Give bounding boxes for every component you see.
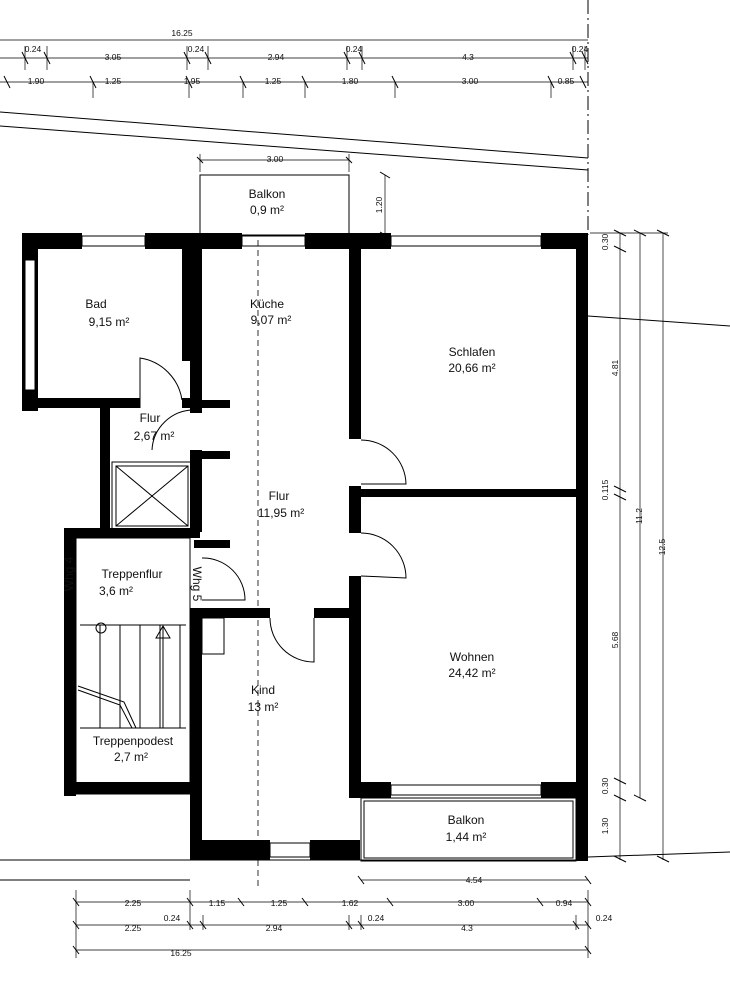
dim-bottom-r1-5: 0.94 [556, 898, 573, 908]
room-treppenpodest-name: Treppenpodest [93, 734, 174, 748]
room-schlafen-area: 20,66 m² [448, 361, 495, 375]
room-balkon-top-name: Balkon [249, 187, 286, 201]
room-flur-main-name: Flur [269, 489, 290, 503]
room-flur-small-name: Flur [140, 411, 161, 425]
dim-right-1: 4.81 [610, 359, 620, 376]
room-labels: Balkon 0,9 m² Bad 9,15 m² Küche 9,07 m² … [62, 187, 496, 844]
walls [0, 233, 588, 881]
room-treppenflur-area: 3,6 m² [99, 584, 133, 598]
dim-bottom-r3-1: 2.94 [266, 923, 283, 933]
dim-right-5: 1.30 [600, 817, 610, 834]
dim-top-r2-6: 0.85 [558, 76, 575, 86]
dim-top-r2-3: 1.25 [265, 76, 282, 86]
dim-bottom-r2-0: 0.24 [164, 913, 181, 923]
dim-top-r1-0: 0.24 [25, 44, 42, 54]
room-flur-main-area: 11,95 m² [258, 506, 304, 520]
room-balkon-top-area: 0,9 m² [250, 203, 284, 217]
dim-right-3: 5.68 [610, 631, 620, 648]
dim-top-r1-1: 3.05 [105, 52, 122, 62]
dim-right-mid: 11.2 [634, 508, 644, 524]
dim-bottom-balcony: 4.54 [466, 875, 483, 885]
room-flur-small-area: 2,67 m² [134, 429, 175, 443]
stair [77, 622, 186, 729]
dim-top-r2-1: 1.25 [105, 76, 122, 86]
dim-bottom-r1-3: 1.62 [342, 898, 359, 908]
dim-right-outer: 12.5 [657, 538, 667, 555]
dim-bottom-r1-0: 2.25 [125, 898, 142, 908]
room-wohnen-area: 24,42 m² [448, 666, 495, 680]
dim-bottom-r1-4: 3.00 [458, 898, 475, 908]
room-kind-name: Kind [251, 683, 275, 697]
dim-bottom-r2-1: 0.24 [368, 913, 385, 923]
room-kueche-name: Küche [250, 297, 284, 311]
top-balcony: 3.00 1.20 [196, 154, 391, 239]
doors [139, 357, 407, 663]
dim-bottom-r1-2: 1.25 [271, 898, 288, 908]
dim-right-4: 0.30 [600, 777, 610, 794]
dim-bottom-r2-2: 0.24 [596, 913, 613, 923]
top-dimensions: 16.25 0.24 3.05 0.24 2.94 0.24 4.3 0.24 … [0, 28, 589, 98]
room-treppenflur-name: Treppenflur [102, 567, 163, 581]
dim-top-r1-6: 0.24 [572, 44, 589, 54]
dim-right-2: 0.115 [600, 479, 610, 500]
room-treppenpodest-area: 2,7 m² [114, 750, 148, 764]
unit-label-whg4: Whg 4 [62, 556, 76, 591]
dim-balcony-width: 3.00 [267, 154, 284, 164]
dim-top-r2-4: 1.80 [342, 76, 359, 86]
dim-top-r1-2: 0.24 [188, 44, 205, 54]
room-balkon-bottom-name: Balkon [448, 813, 485, 827]
dim-bottom-r3-2: 4.3 [461, 923, 473, 933]
room-bad-area: 9,15 m² [89, 315, 130, 329]
room-schlafen-name: Schlafen [449, 345, 496, 359]
room-balkon-bottom-area: 1,44 m² [446, 830, 487, 844]
dim-top-r1-3: 2.94 [268, 52, 285, 62]
bottom-dimensions: 4.54 2.25 1.15 1.25 1.62 3.00 0.94 0.24 … [72, 875, 613, 958]
dim-top-r2-2: 1.95 [184, 76, 201, 86]
dim-bottom-total: 16.25 [170, 948, 192, 958]
dim-top-r2-5: 3.00 [462, 76, 479, 86]
dim-top-r2-0: 1.90 [28, 76, 45, 86]
dim-top-total: 16.25 [171, 28, 193, 38]
dim-top-r1-5: 4.3 [462, 52, 474, 62]
room-wohnen-name: Wohnen [450, 650, 494, 664]
room-kueche-area: 9,07 m² [251, 313, 292, 327]
dim-bottom-r3-0: 2.25 [125, 923, 142, 933]
dim-balcony-depth: 1.20 [374, 196, 384, 213]
unit-label-whg5: Whg 5 [190, 567, 204, 602]
room-bad-name: Bad [85, 297, 106, 311]
dim-top-r1-4: 0.24 [346, 44, 363, 54]
dim-bottom-r1-1: 1.15 [209, 898, 226, 908]
dim-right-0: 0.30 [600, 233, 610, 250]
site-lines [0, 0, 730, 858]
room-kind-area: 13 m² [248, 700, 279, 714]
right-dimensions: 0.30 4.81 0.115 5.68 0.30 1.30 11.2 12.5 [590, 229, 670, 863]
